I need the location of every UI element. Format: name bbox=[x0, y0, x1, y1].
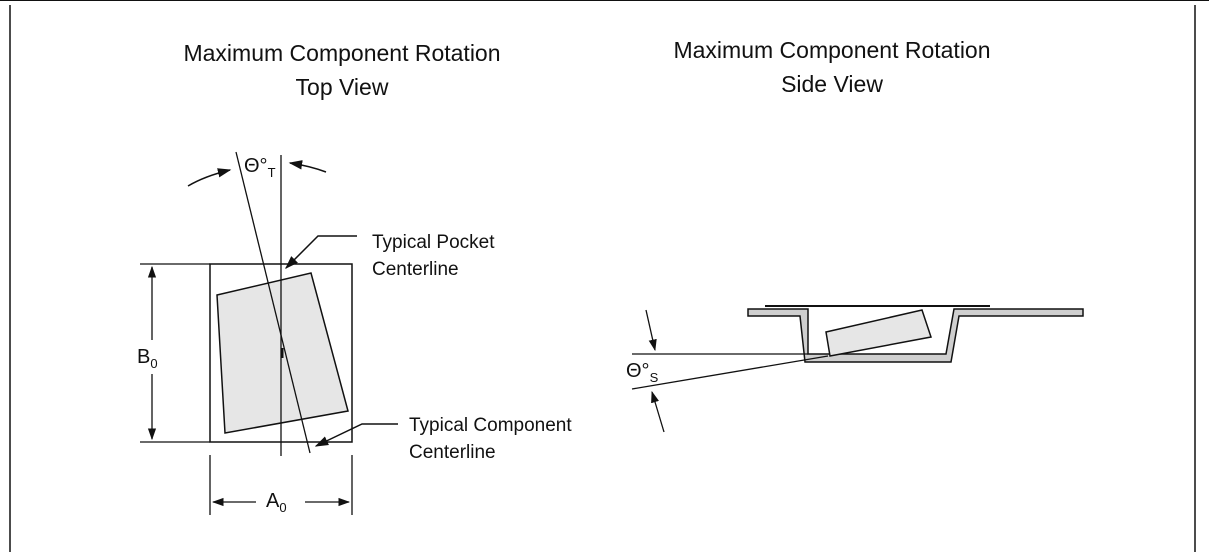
pocket-centerline-label-line1: Typical Pocket bbox=[372, 232, 495, 253]
theta-s-symbol: Θ° bbox=[626, 360, 650, 382]
b0-symbol: B bbox=[137, 346, 151, 368]
top-view-title: Maximum Component Rotation Top View bbox=[132, 36, 552, 104]
theta-t-left-arrow bbox=[187, 168, 232, 187]
side-view-drawing bbox=[631, 305, 1084, 433]
a0-symbol: A bbox=[266, 490, 280, 512]
theta-t-right-arrow bbox=[288, 160, 327, 173]
pocket-leader-line bbox=[285, 235, 357, 269]
top-view-drawing bbox=[140, 151, 398, 515]
a0-subscript: 0 bbox=[279, 500, 287, 515]
pocket-centerline-label-line2: Centerline bbox=[372, 259, 459, 280]
component-centerline-label-line1: Typical Component bbox=[409, 415, 572, 436]
side-view-title-line2: Side View bbox=[781, 71, 883, 97]
theta-t-symbol: Θ° bbox=[244, 155, 268, 177]
side-tilt-line bbox=[631, 355, 829, 390]
theta-s-arrow-top bbox=[645, 309, 657, 352]
theta-t-subscript: T bbox=[267, 165, 276, 180]
theta-s-subscript: S bbox=[649, 370, 659, 385]
theta-t-label: Θ°T bbox=[244, 155, 276, 184]
theta-s-label: Θ°S bbox=[626, 360, 658, 389]
b0-subscript: 0 bbox=[150, 356, 158, 371]
side-view-title-line1: Maximum Component Rotation bbox=[673, 37, 991, 63]
component-centerline-label-line2: Centerline bbox=[409, 442, 496, 463]
side-view-title: Maximum Component Rotation Side View bbox=[622, 33, 1042, 101]
component-centerline bbox=[235, 151, 311, 454]
top-view-title-line2: Top View bbox=[295, 74, 389, 100]
a0-label: A0 bbox=[266, 490, 287, 519]
top-view-title-line1: Maximum Component Rotation bbox=[183, 40, 501, 66]
b0-label: B0 bbox=[137, 346, 158, 375]
side-component-body bbox=[825, 309, 932, 357]
theta-s-arrow-bottom bbox=[651, 390, 665, 433]
component-leader-line bbox=[314, 423, 398, 447]
